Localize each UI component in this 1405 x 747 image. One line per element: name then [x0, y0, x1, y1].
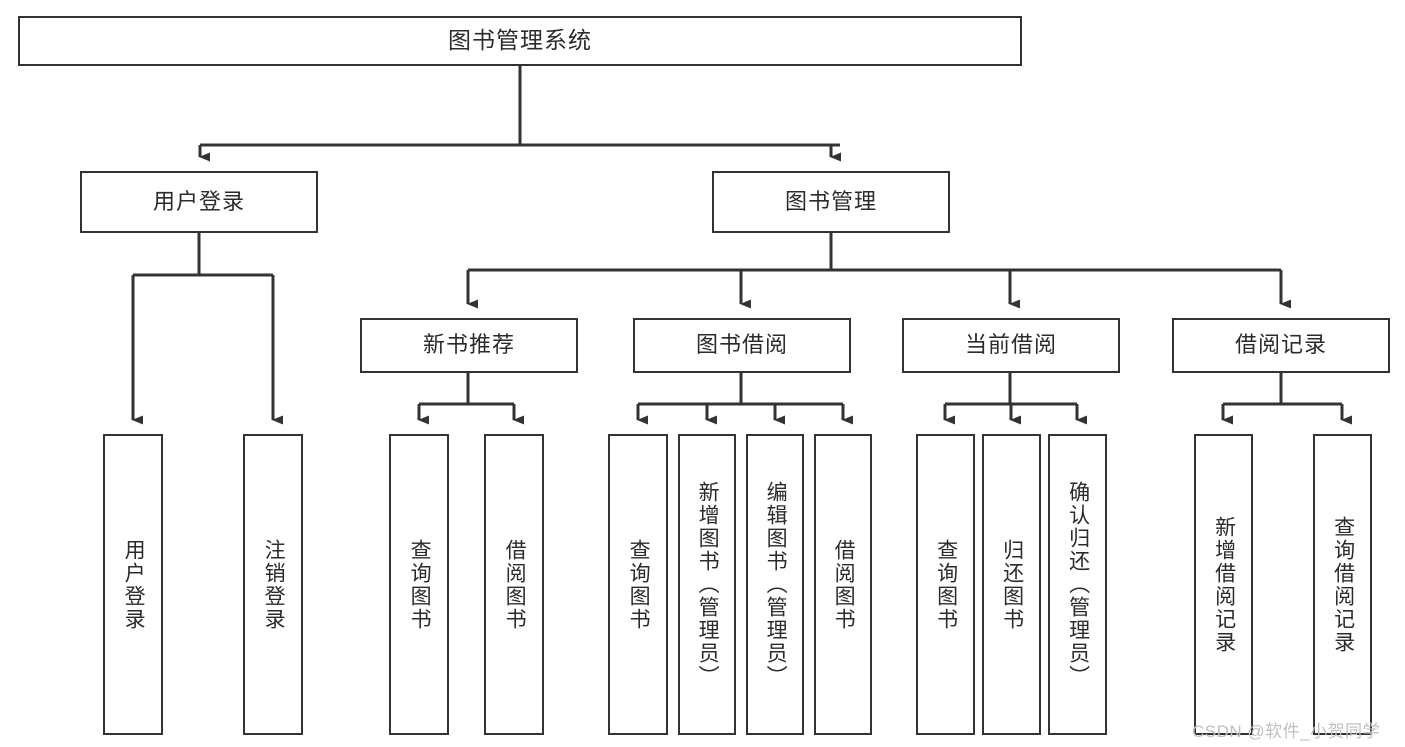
node-leaf-borrow-book-2[interactable]: 借阅图书: [814, 434, 872, 735]
node-borrow-record-label: 借阅记录: [1234, 332, 1327, 358]
node-leaf-add-borrow-record-label: 新增借阅记录: [1212, 515, 1236, 654]
node-current-borrow[interactable]: 当前借阅: [902, 318, 1120, 373]
node-book-manage[interactable]: 图书管理: [712, 171, 950, 233]
node-book-manage-label: 图书管理: [784, 188, 877, 214]
node-leaf-query-book-1[interactable]: 查询图书: [389, 434, 449, 735]
node-leaf-edit-book-admin-label: 编辑图书（管理员）: [764, 481, 788, 688]
node-new-book-recommend[interactable]: 新书推荐: [360, 318, 578, 373]
node-leaf-add-book-admin-label: 新增图书（管理员）: [696, 481, 720, 688]
node-leaf-user-login[interactable]: 用户登录: [103, 434, 163, 735]
node-root[interactable]: 图书管理系统: [18, 16, 1022, 66]
node-leaf-query-book-1-label: 查询图书: [408, 538, 432, 631]
watermark-text: CSDN @软件_小贺同学: [1192, 722, 1381, 741]
node-user-login[interactable]: 用户登录: [80, 171, 318, 233]
node-leaf-edit-book-admin[interactable]: 编辑图书（管理员）: [746, 434, 804, 735]
node-leaf-query-book-2-label: 查询图书: [627, 538, 651, 631]
node-root-label: 图书管理系统: [448, 27, 592, 54]
node-leaf-borrow-book-2-label: 借阅图书: [832, 538, 856, 631]
node-leaf-return-book-label: 归还图书: [1000, 538, 1024, 631]
node-leaf-logout-login-label: 注销登录: [262, 538, 286, 631]
node-book-borrow[interactable]: 图书借阅: [633, 318, 851, 373]
node-book-borrow-label: 图书借阅: [695, 332, 788, 358]
node-leaf-query-book-3-label: 查询图书: [934, 538, 958, 631]
node-leaf-query-borrow-record[interactable]: 查询借阅记录: [1313, 434, 1372, 735]
node-borrow-record[interactable]: 借阅记录: [1172, 318, 1390, 373]
node-leaf-confirm-return-admin-label: 确认归还（管理员）: [1066, 481, 1090, 688]
node-user-login-label: 用户登录: [152, 188, 245, 214]
node-leaf-confirm-return-admin[interactable]: 确认归还（管理员）: [1048, 434, 1107, 735]
node-leaf-add-book-admin[interactable]: 新增图书（管理员）: [678, 434, 736, 735]
node-leaf-borrow-book-1[interactable]: 借阅图书: [484, 434, 544, 735]
node-leaf-query-book-3[interactable]: 查询图书: [916, 434, 975, 735]
node-leaf-logout-login[interactable]: 注销登录: [243, 434, 303, 735]
node-leaf-add-borrow-record[interactable]: 新增借阅记录: [1194, 434, 1253, 735]
node-leaf-borrow-book-1-label: 借阅图书: [503, 538, 527, 631]
node-leaf-query-borrow-record-label: 查询借阅记录: [1331, 515, 1355, 654]
node-leaf-user-login-label: 用户登录: [122, 538, 146, 631]
node-leaf-return-book[interactable]: 归还图书: [982, 434, 1041, 735]
node-new-book-recommend-label: 新书推荐: [422, 332, 515, 358]
node-current-borrow-label: 当前借阅: [964, 332, 1057, 358]
node-leaf-query-book-2[interactable]: 查询图书: [608, 434, 668, 735]
